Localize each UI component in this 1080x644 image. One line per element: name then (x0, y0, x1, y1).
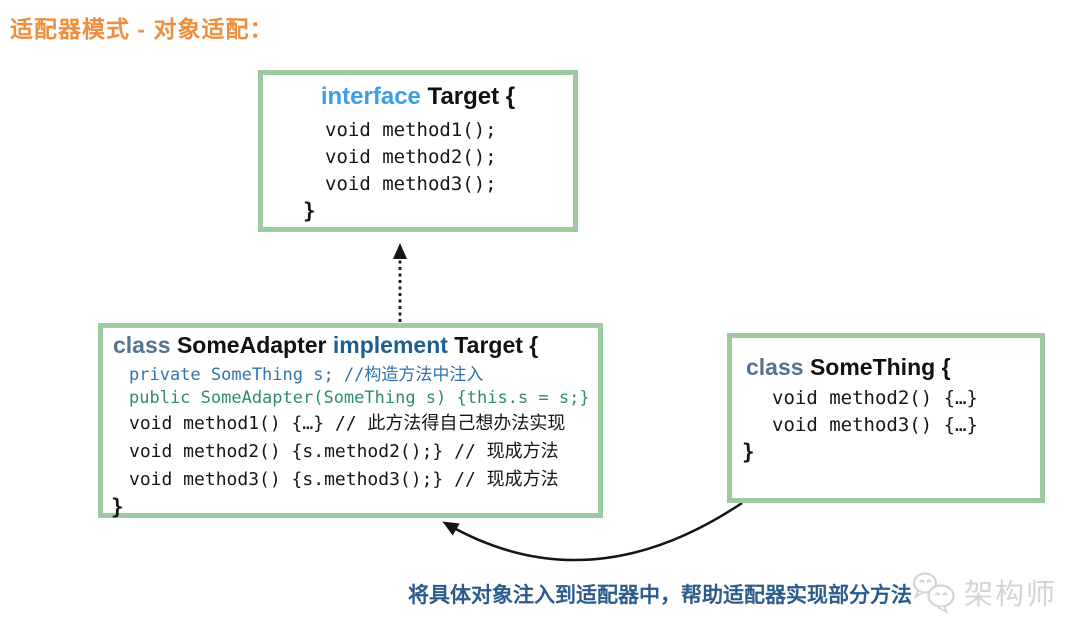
target-box-code: void method1(); void method2(); void met… (263, 117, 573, 224)
wechat-bubbles-icon (912, 572, 955, 614)
some-adapter-class-box: class SomeAdapter implement Target { pri… (98, 323, 603, 519)
adapter-box-header: class SomeAdapter implement Target { (103, 332, 598, 359)
closing-brace: } (742, 440, 755, 464)
adapter-box-code: private SomeThing s; //构造方法中注入 public So… (103, 364, 598, 494)
code-line-private-field: private SomeThing s; //构造方法中注入 (129, 365, 484, 385)
interface-keyword: interface (320, 83, 421, 110)
implemented-target-name: Target { (447, 332, 539, 358)
something-name: SomeThing { (803, 354, 951, 380)
watermark-text: 架构师 (964, 579, 1058, 611)
implement-keyword: implement (332, 332, 448, 358)
closing-brace: } (303, 199, 316, 223)
target-name: Target { (420, 83, 516, 110)
code-line: void method2() {…} (772, 387, 978, 409)
code-line: void method3(); (325, 173, 497, 195)
code-line: void method2(); (325, 146, 497, 168)
code-line-method2: void method2() {s.method2();} // 现成方法 (129, 441, 559, 462)
adapter-name: SomeAdapter (170, 332, 333, 358)
some-thing-class-box: class SomeThing { void method2() {…} voi… (727, 333, 1045, 503)
something-box-header: class SomeThing { (732, 354, 1040, 381)
class-keyword: class (746, 354, 804, 380)
page-title: 适配器模式 - 对象适配： (10, 16, 274, 42)
code-line-method1: void method1() {…} // 此方法得自己想办法实现 (129, 413, 566, 434)
something-box-code: void method2() {…} void method3() {…} (732, 385, 1040, 439)
code-line-constructor: public SomeAdapter(SomeThing s) {this.s … (129, 388, 590, 408)
target-interface-box: interface Target { void method1(); void … (258, 70, 578, 232)
target-box-header: interface Target { (263, 83, 573, 111)
watermark: 架构师 (910, 570, 1057, 614)
class-keyword: class (113, 332, 171, 358)
closing-brace: } (111, 495, 124, 519)
code-line-method3: void method3() {s.method3();} // 现成方法 (129, 469, 559, 490)
code-line: void method3() {…} (772, 414, 978, 436)
code-line: void method1(); (325, 119, 497, 141)
injection-caption: 将具体对象注入到适配器中，帮助适配器实现部分方法 (408, 584, 912, 607)
